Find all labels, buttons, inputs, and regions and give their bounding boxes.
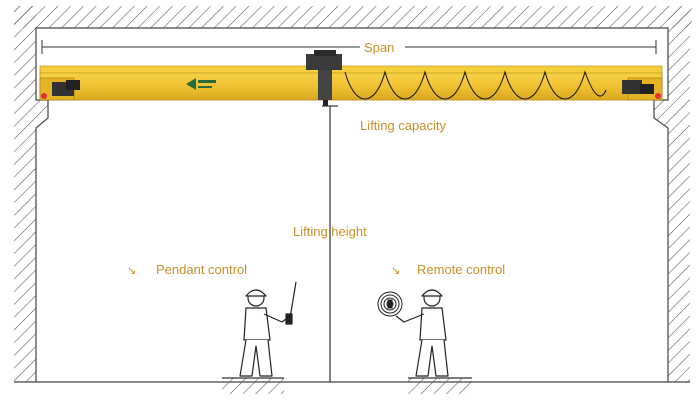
remote-operator [395, 289, 472, 394]
lifting-capacity-label: Lifting capacity [360, 118, 446, 133]
building-wall [14, 6, 692, 383]
festoon-cable [344, 69, 607, 100]
span-label: Span [364, 40, 395, 55]
arrow-down-right-icon: ↘ [391, 264, 401, 277]
remote-control-label: Remote control [417, 262, 506, 277]
crane-girder [39, 65, 663, 101]
pendant-control-label: Pendant control [156, 262, 248, 277]
hoist-trolley [306, 50, 342, 106]
pendant-operator [222, 281, 297, 394]
span-dimension [41, 40, 657, 54]
crane-logo-icon [186, 78, 216, 90]
lifting-height-line [322, 105, 338, 382]
remote-control-icon [377, 291, 403, 317]
lifting-height-label: Lifting height [293, 224, 367, 239]
arrow-down-right-icon: ↘ [127, 264, 137, 277]
